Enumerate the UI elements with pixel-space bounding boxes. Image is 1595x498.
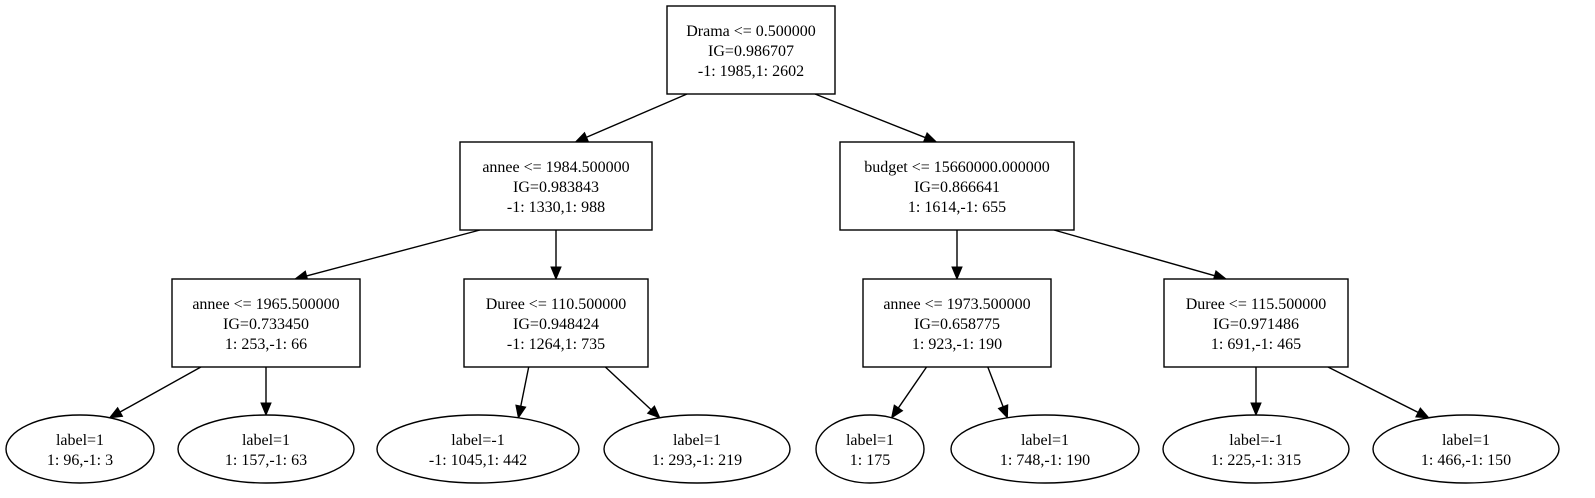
node-text-line: 1: 293,-1: 219	[652, 452, 742, 469]
node-text-line: Drama <= 0.500000	[686, 23, 816, 40]
leaf-node-n8: label=1 1: 157,-1: 63	[177, 414, 355, 484]
edge-n0-n1	[586, 93, 688, 138]
node-ellipse	[5, 414, 155, 484]
node-text-line: IG=0.733450	[223, 316, 309, 333]
node-text-line: -1: 1045,1: 442	[429, 452, 527, 469]
arrowhead-n3-n8	[260, 402, 272, 417]
node-box	[862, 278, 1052, 368]
node-ellipse	[1162, 414, 1350, 484]
node-box	[666, 5, 836, 95]
node-text-line: label=-1	[1229, 432, 1282, 449]
leaf-node-n10: label=1 1: 293,-1: 219	[603, 414, 791, 484]
node-text-line: IG=0.986707	[708, 43, 794, 60]
node-text-line: 1: 225,-1: 315	[1211, 452, 1301, 469]
node-ellipse	[950, 414, 1140, 484]
node-text-line: 1: 96,-1: 3	[47, 452, 113, 469]
arrowhead-n6-n13	[1250, 402, 1262, 417]
node-text-line: annee <= 1973.500000	[883, 296, 1030, 313]
node-text-line: IG=0.866641	[914, 179, 1000, 196]
arrowhead-n1-n4	[550, 266, 562, 281]
arrowhead-n6-n14	[1415, 407, 1430, 419]
node-text-line: -1: 1264,1: 735	[507, 336, 605, 353]
arrowhead-n5-n12	[997, 404, 1009, 420]
leaf-node-n13: label=-1 1: 225,-1: 315	[1162, 414, 1350, 484]
node-text-line: budget <= 15660000.000000	[864, 159, 1050, 176]
node-ellipse	[177, 414, 355, 484]
node-text-line: Duree <= 115.500000	[1186, 296, 1327, 313]
arrowhead-n4-n9	[515, 404, 527, 420]
node-box	[459, 141, 653, 231]
node-text-line: 1: 691,-1: 465	[1211, 336, 1301, 353]
node-box	[171, 278, 361, 368]
node-text-line: IG=0.658775	[914, 316, 1000, 333]
node-text-line: IG=0.983843	[513, 179, 599, 196]
leaf-node-n12: label=1 1: 748,-1: 190	[950, 414, 1140, 484]
node-text-line: label=1	[56, 432, 104, 449]
edge-n5-n11	[897, 366, 928, 409]
edge-n3-n7	[119, 366, 202, 413]
node-text-line: label=1	[1442, 432, 1490, 449]
node-text-line: 1: 748,-1: 190	[1000, 452, 1090, 469]
arrowhead-n5-n11	[890, 404, 904, 419]
edge-n4-n9	[520, 366, 530, 407]
arrowhead-n2-n5	[951, 266, 963, 281]
node-ellipse	[376, 414, 580, 484]
leaf-node-n11: label=1 1: 175	[815, 414, 925, 484]
node-text-line: label=1	[242, 432, 290, 449]
node-text-line: 1: 1614,-1: 655	[908, 199, 1006, 216]
node-ellipse	[1372, 414, 1560, 484]
node-text-line: -1: 1985,1: 2602	[698, 63, 804, 80]
arrowhead-n0-n1	[574, 131, 590, 143]
edge-n0-n2	[814, 93, 926, 139]
node-text-line: annee <= 1965.500000	[192, 296, 339, 313]
node-text-line: label=1	[1021, 432, 1069, 449]
leaf-node-n14: label=1 1: 466,-1: 150	[1372, 414, 1560, 484]
leaf-node-n7: label=1 1: 96,-1: 3	[5, 414, 155, 484]
node-ellipse	[815, 414, 925, 484]
node-text-line: 1: 253,-1: 66	[225, 336, 307, 353]
edge-n5-n12	[987, 366, 1004, 407]
leaf-node-n9: label=-1 -1: 1045,1: 442	[376, 414, 580, 484]
node-box	[839, 141, 1075, 231]
node-box	[1163, 278, 1349, 368]
arrowhead-n0-n2	[922, 132, 938, 143]
node-text-line: 1: 157,-1: 63	[225, 452, 307, 469]
node-box	[463, 278, 649, 368]
node-text-line: label=1	[846, 432, 894, 449]
node-text-line: Duree <= 110.500000	[486, 296, 627, 313]
node-text-line: label=-1	[451, 432, 504, 449]
node-text-line: -1: 1330,1: 988	[507, 199, 605, 216]
node-text-line: label=1	[673, 432, 721, 449]
edge-n2-n6	[1053, 229, 1215, 277]
node-text-line: IG=0.971486	[1213, 316, 1299, 333]
node-ellipse	[603, 414, 791, 484]
node-text-line: 1: 923,-1: 190	[912, 336, 1002, 353]
node-text-line: annee <= 1984.500000	[482, 159, 629, 176]
edge-n4-n10	[604, 366, 652, 411]
node-text-line: 1: 175	[850, 452, 890, 469]
arrowhead-n3-n7	[108, 406, 124, 419]
node-text-line: 1: 466,-1: 150	[1421, 452, 1511, 469]
edges-layer	[108, 93, 1430, 420]
arrowhead-n4-n10	[646, 405, 661, 419]
node-text-line: IG=0.948424	[513, 316, 599, 333]
edge-n1-n3	[306, 229, 481, 277]
edge-n6-n14	[1327, 366, 1419, 414]
